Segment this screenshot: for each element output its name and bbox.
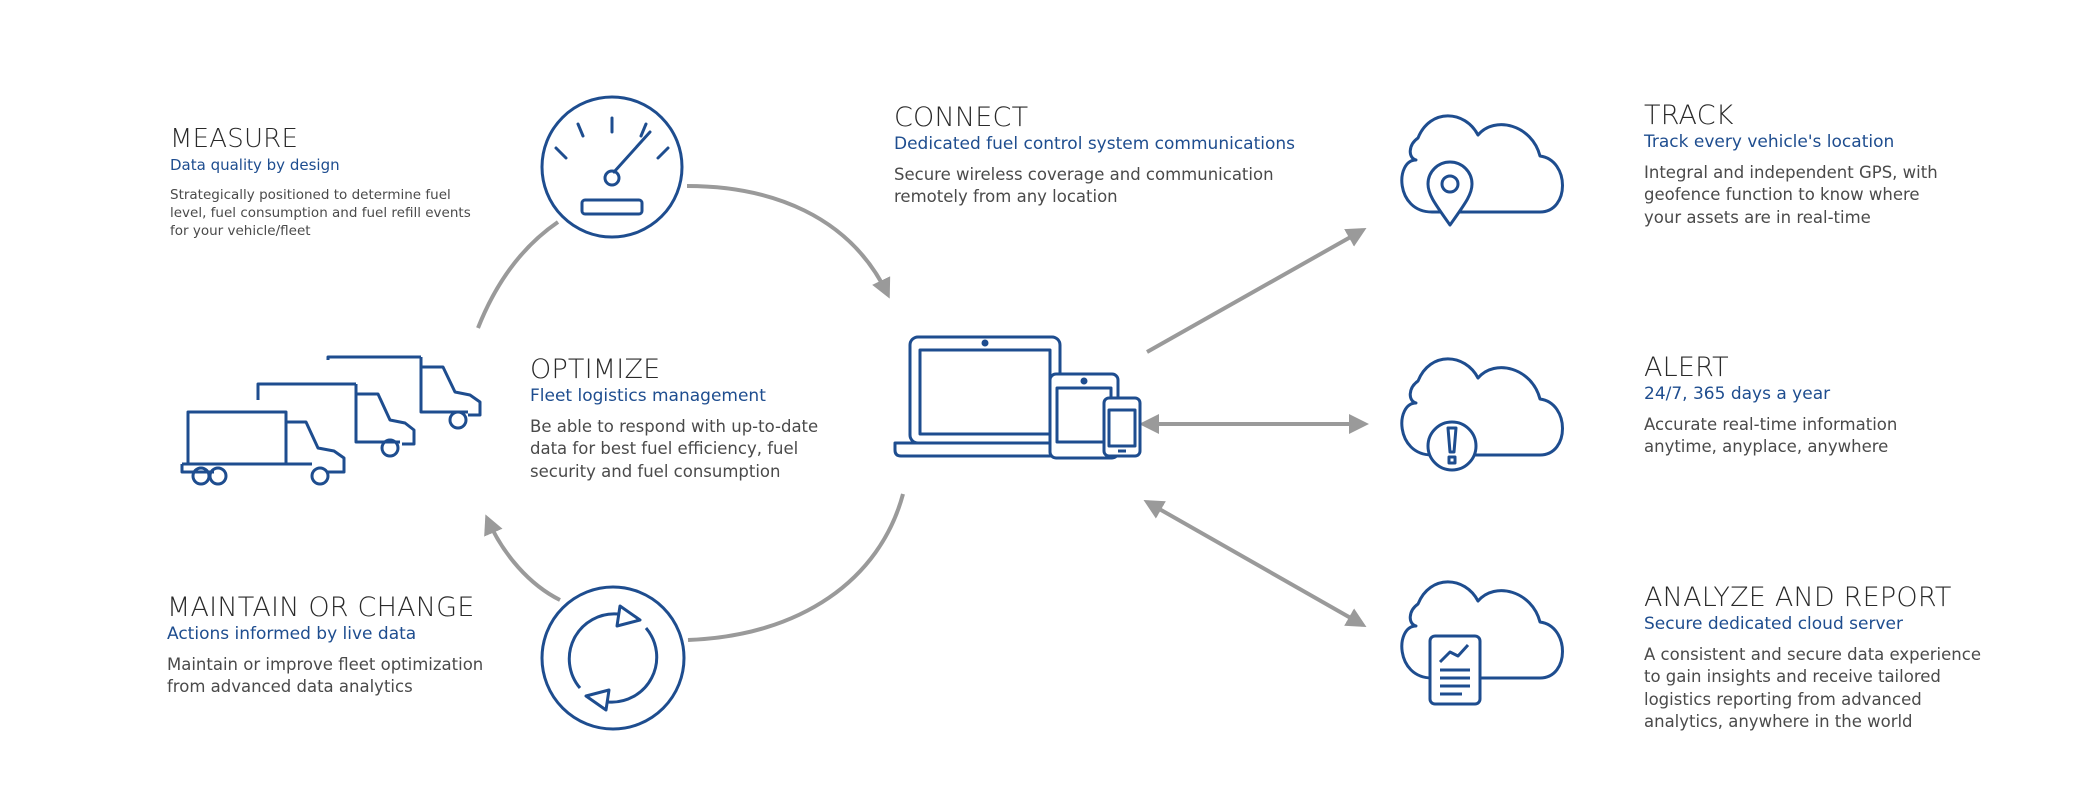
cloud-alert-icon <box>1400 357 1564 472</box>
refresh-cycle-icon <box>540 585 686 731</box>
connect-block: CONNECT Dedicated fuel control system co… <box>894 102 1295 209</box>
analyze-description: A consistent and secure data experience … <box>1644 644 1981 733</box>
alert-subtitle: 24/7, 365 days a year <box>1644 384 1831 404</box>
alert-line-2: anytime, anyplace, anywhere <box>1644 437 1889 457</box>
truck-middle <box>256 382 416 458</box>
connect-subtitle: Dedicated fuel control system communicat… <box>894 134 1296 154</box>
measure-subtitle: Data quality by design <box>170 156 340 174</box>
analyze-subtitle: Secure dedicated cloud server <box>1644 614 1903 634</box>
alert-block: ALERT 24/7, 365 days a year Accurate rea… <box>1644 352 1897 459</box>
analyze-block: ANALYZE AND REPORT Secure dedicated clou… <box>1644 582 1981 733</box>
analyze-line-1: A consistent and secure data experience <box>1644 645 1981 664</box>
maintain-block: MAINTAIN OR CHANGE Actions informed by l… <box>167 592 483 699</box>
cycle-arrows <box>476 184 905 642</box>
measure-line-1: Strategically positioned to determine fu… <box>170 187 451 203</box>
optimize-line-1: Be able to respond with up-to-date <box>530 417 819 436</box>
optimize-block: OPTIMIZE Fleet logistics management Be a… <box>530 354 818 483</box>
analyze-line-3: logistics reporting from advanced <box>1644 689 1922 709</box>
arrow-measure-to-connect <box>686 184 891 299</box>
connect-line-2: remotely from any location <box>894 187 1118 207</box>
cloud-report-icon <box>1400 580 1564 706</box>
connect-description: Secure wireless coverage and communicati… <box>894 164 1295 209</box>
maintain-line-2: from advanced data analytics <box>167 677 413 697</box>
maintain-title: MAINTAIN OR CHANGE <box>167 592 475 623</box>
connect-title: CONNECT <box>894 102 1029 133</box>
arrow-connect-to-maintain <box>687 493 905 642</box>
maintain-description: Maintain or improve fleet optimization f… <box>167 654 483 699</box>
radial-arrows <box>1139 228 1369 627</box>
measure-line-2: level, fuel consumption and fuel refill … <box>170 205 471 222</box>
arrow-maintain-to-optimize <box>484 514 561 602</box>
track-block: TRACK Track every vehicle's location Int… <box>1644 100 1938 229</box>
arrow-connect-analyze <box>1143 500 1367 627</box>
measure-line-3: for your vehicle/fleet <box>170 223 311 240</box>
analyze-title: ANALYZE AND REPORT <box>1644 582 1952 613</box>
maintain-line-1: Maintain or improve fleet optimization <box>167 655 484 674</box>
track-line-1: Integral and independent GPS, with <box>1644 163 1938 182</box>
gauge-icon <box>540 95 684 239</box>
optimize-subtitle: Fleet logistics management <box>530 386 766 406</box>
analyze-line-2: to gain insights and receive tailored <box>1644 667 1941 687</box>
track-line-3: your assets are in real-time <box>1644 207 1871 227</box>
measure-description: Strategically positioned to determine fu… <box>170 186 471 241</box>
connect-line-1: Secure wireless coverage and communicati… <box>894 165 1274 184</box>
alert-description: Accurate real-time information anytime, … <box>1644 414 1897 459</box>
alert-title: ALERT <box>1644 352 1729 383</box>
measure-block: MEASURE Data quality by design Strategic… <box>170 124 471 241</box>
trucks-icon <box>180 355 482 486</box>
alert-line-1: Accurate real-time information <box>1644 415 1898 434</box>
optimize-line-2: data for best fuel efficiency, fuel <box>530 439 799 459</box>
optimize-title: OPTIMIZE <box>530 354 661 385</box>
optimize-line-3: security and fuel consumption <box>530 461 781 481</box>
track-subtitle: Track every vehicle's location <box>1644 132 1895 152</box>
truck-back <box>326 355 482 430</box>
arrow-connect-to-track <box>1146 228 1367 354</box>
maintain-subtitle: Actions informed by live data <box>167 624 417 644</box>
arrow-optimize-to-measure <box>476 220 560 329</box>
cloud-location-icon <box>1400 114 1564 227</box>
optimize-description: Be able to respond with up-to-date data … <box>530 416 818 483</box>
truck-front <box>180 410 346 486</box>
devices-icon <box>893 335 1142 460</box>
track-description: Integral and independent GPS, with geofe… <box>1644 162 1938 229</box>
track-title: TRACK <box>1644 100 1734 131</box>
measure-title: MEASURE <box>170 124 299 154</box>
track-line-2: geofence function to know where <box>1644 185 1920 205</box>
analyze-line-4: analytics, anywhere in the world <box>1644 711 1913 731</box>
